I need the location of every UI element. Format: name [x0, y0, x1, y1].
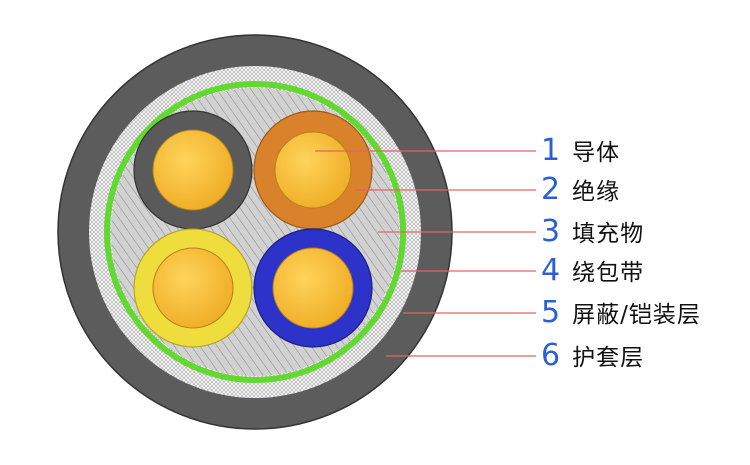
label-text: 绝缘	[572, 179, 621, 205]
core-grey	[133, 110, 253, 230]
label-number: 5	[541, 295, 561, 330]
label-sheath: 6 护套层	[541, 339, 644, 373]
label-text: 护套层	[572, 345, 645, 371]
conductor	[152, 129, 234, 211]
conductor	[272, 247, 354, 329]
core-blue	[253, 228, 373, 348]
label-insulation: 2 绝缘	[541, 173, 620, 207]
label-number: 3	[541, 214, 561, 249]
leader-lines	[315, 150, 536, 357]
label-shield-armor: 5 屏蔽/铠装层	[541, 296, 701, 330]
core-yellow	[133, 228, 253, 348]
label-conductor: 1 导体	[541, 134, 620, 168]
label-filler: 3 填充物	[541, 215, 644, 249]
label-number: 2	[541, 172, 561, 207]
label-text: 导体	[572, 140, 621, 166]
conductor	[152, 247, 234, 329]
conductor	[274, 131, 352, 209]
label-number: 6	[541, 338, 561, 373]
label-number: 4	[541, 253, 561, 288]
label-text: 屏蔽/铠装层	[572, 302, 701, 328]
label-text: 绕包带	[572, 260, 645, 286]
label-number: 1	[541, 133, 561, 168]
label-text: 填充物	[572, 221, 645, 247]
label-wrap-band: 4 绕包带	[541, 254, 644, 288]
core-orange	[253, 110, 373, 230]
